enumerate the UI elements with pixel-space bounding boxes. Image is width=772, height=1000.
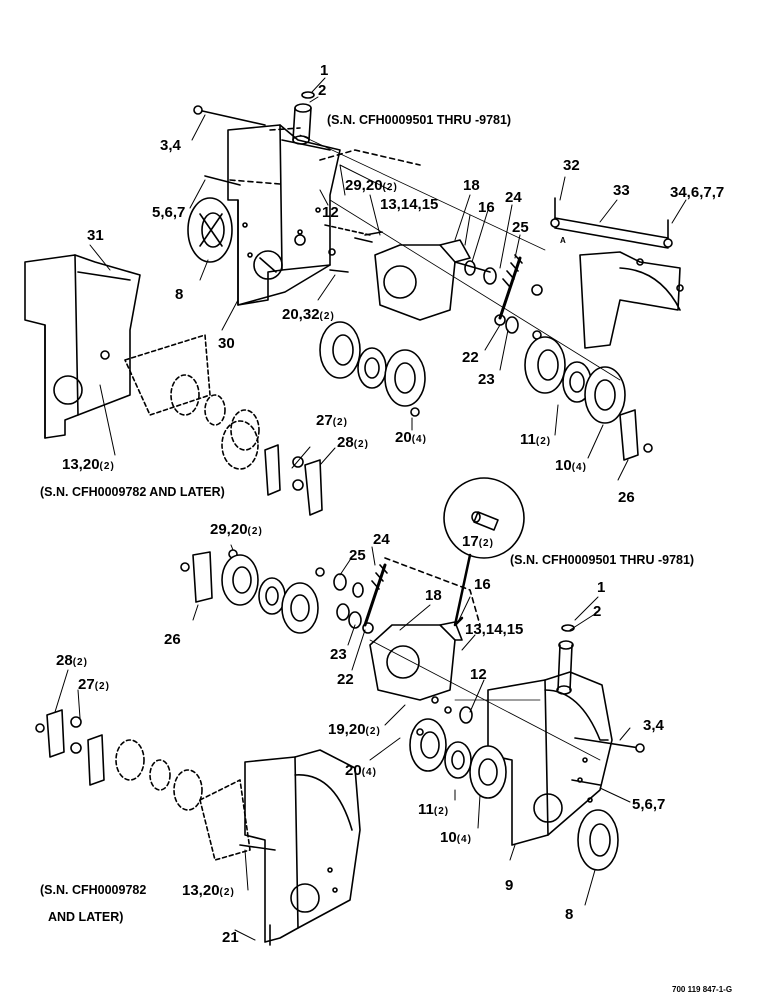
callout-8-bottom: 8 <box>565 906 574 923</box>
bracket-30-drawing <box>227 124 341 306</box>
serial-note-top: (S.N. CFH0009501 THRU -9781) <box>327 113 512 127</box>
callout-24: 24 <box>505 189 522 206</box>
callout-23-mid: 23 <box>330 646 347 663</box>
callout-29-20-mid: 29,20(2) <box>210 521 263 538</box>
serial-note-bottom-line2: AND LATER) <box>48 910 124 924</box>
leader-lines <box>54 77 687 941</box>
callout-27-mid: 27(2) <box>78 676 110 693</box>
callout-26-mid: 26 <box>164 631 181 648</box>
callout-25: 25 <box>512 219 529 236</box>
callout-11-bottom: 11(2) <box>418 801 450 818</box>
callout-34-6-7-7: 34,6,7,7 <box>670 184 725 201</box>
callout-20-4-bottom: 20(4) <box>345 762 377 779</box>
bearing-group-bottom <box>409 718 507 799</box>
flange-8-drawing <box>187 197 233 263</box>
bracket-31-drawing <box>24 254 141 439</box>
plate-18-drawing <box>374 239 471 321</box>
serial-note-mid-right: (S.N. CFH0009501 THRU -9781) <box>510 553 695 567</box>
callout-26: 26 <box>618 489 635 506</box>
callout-29-20: 29,20(2) <box>345 177 398 194</box>
callout-20-4: 20(4) <box>395 429 427 446</box>
callout-1: 1 <box>320 62 329 79</box>
bearing-group-mid <box>221 554 319 634</box>
callout-10: 10(4) <box>555 457 587 474</box>
bearing-group-right <box>524 336 626 424</box>
callout-3-4: 3,4 <box>160 137 181 154</box>
detail-bubble-17 <box>443 477 525 559</box>
alt-bearing-group <box>124 334 260 470</box>
bracket-21-drawing <box>244 749 361 943</box>
callout-12: 12 <box>322 204 339 221</box>
bearing-group-top <box>319 321 426 417</box>
callout-32: 32 <box>563 157 580 174</box>
callout-25-mid: 25 <box>349 547 366 564</box>
alt-bearing-group-bottom <box>115 739 251 861</box>
callout-16-mid: 16 <box>474 576 491 593</box>
callout-13-20: 13,20(2) <box>62 456 115 473</box>
bushing-1-drawing <box>292 91 315 145</box>
callout-5-6-7: 5,6,7 <box>152 204 186 221</box>
callout-3-4-bottom: 3,4 <box>643 717 664 734</box>
callout-30: 30 <box>218 335 235 352</box>
callout-33: 33 <box>613 182 630 199</box>
callout-8: 8 <box>175 286 184 303</box>
serial-note-bottom-line1: (S.N. CFH0009782 <box>40 883 147 897</box>
detail-marker-a: A <box>560 236 566 245</box>
plate-18-bottom-drawing <box>369 621 463 701</box>
callout-2-mid: 2 <box>593 603 602 620</box>
bolt-3-drawing <box>197 109 266 126</box>
serial-note-mid-left: (S.N. CFH0009782 AND LATER) <box>40 485 225 499</box>
callout-13-14-15: 13,14,15 <box>380 196 439 213</box>
callout-9: 9 <box>505 877 514 894</box>
callout-16: 16 <box>478 199 495 216</box>
bracket-9-drawing <box>487 671 613 846</box>
callout-23: 23 <box>478 371 495 388</box>
callout-2: 2 <box>318 82 327 99</box>
callout-12-mid: 12 <box>470 666 487 683</box>
callout-18: 18 <box>463 177 480 194</box>
flange-8-bottom-drawing <box>577 809 619 871</box>
callout-10-bottom: 10(4) <box>440 829 472 846</box>
callout-19-20: 19,20(2) <box>328 721 381 738</box>
callout-31: 31 <box>87 227 104 244</box>
drawing-code: 700 119 847-1-G <box>672 985 733 994</box>
callout-21: 21 <box>222 929 239 946</box>
callout-27: 27(2) <box>316 412 348 429</box>
callout-28: 28(2) <box>337 434 369 451</box>
callout-24-mid: 24 <box>373 531 390 548</box>
callout-22-mid: 22 <box>337 671 354 688</box>
callout-11: 11(2) <box>520 431 552 448</box>
callout-17: 17(2) <box>462 533 494 550</box>
callout-5-6-7-bottom: 5,6,7 <box>632 796 666 813</box>
callout-13-14-15-mid: 13,14,15 <box>465 621 524 638</box>
callout-1-mid: 1 <box>597 579 606 596</box>
callout-22: 22 <box>462 349 479 366</box>
callout-13-20-bottom: 13,20(2) <box>182 882 235 899</box>
callout-18-mid: 18 <box>425 587 442 604</box>
rod-33-drawing <box>550 197 684 349</box>
callout-20-32: 20,32(2) <box>282 306 335 323</box>
callout-28-mid: 28(2) <box>56 652 88 669</box>
